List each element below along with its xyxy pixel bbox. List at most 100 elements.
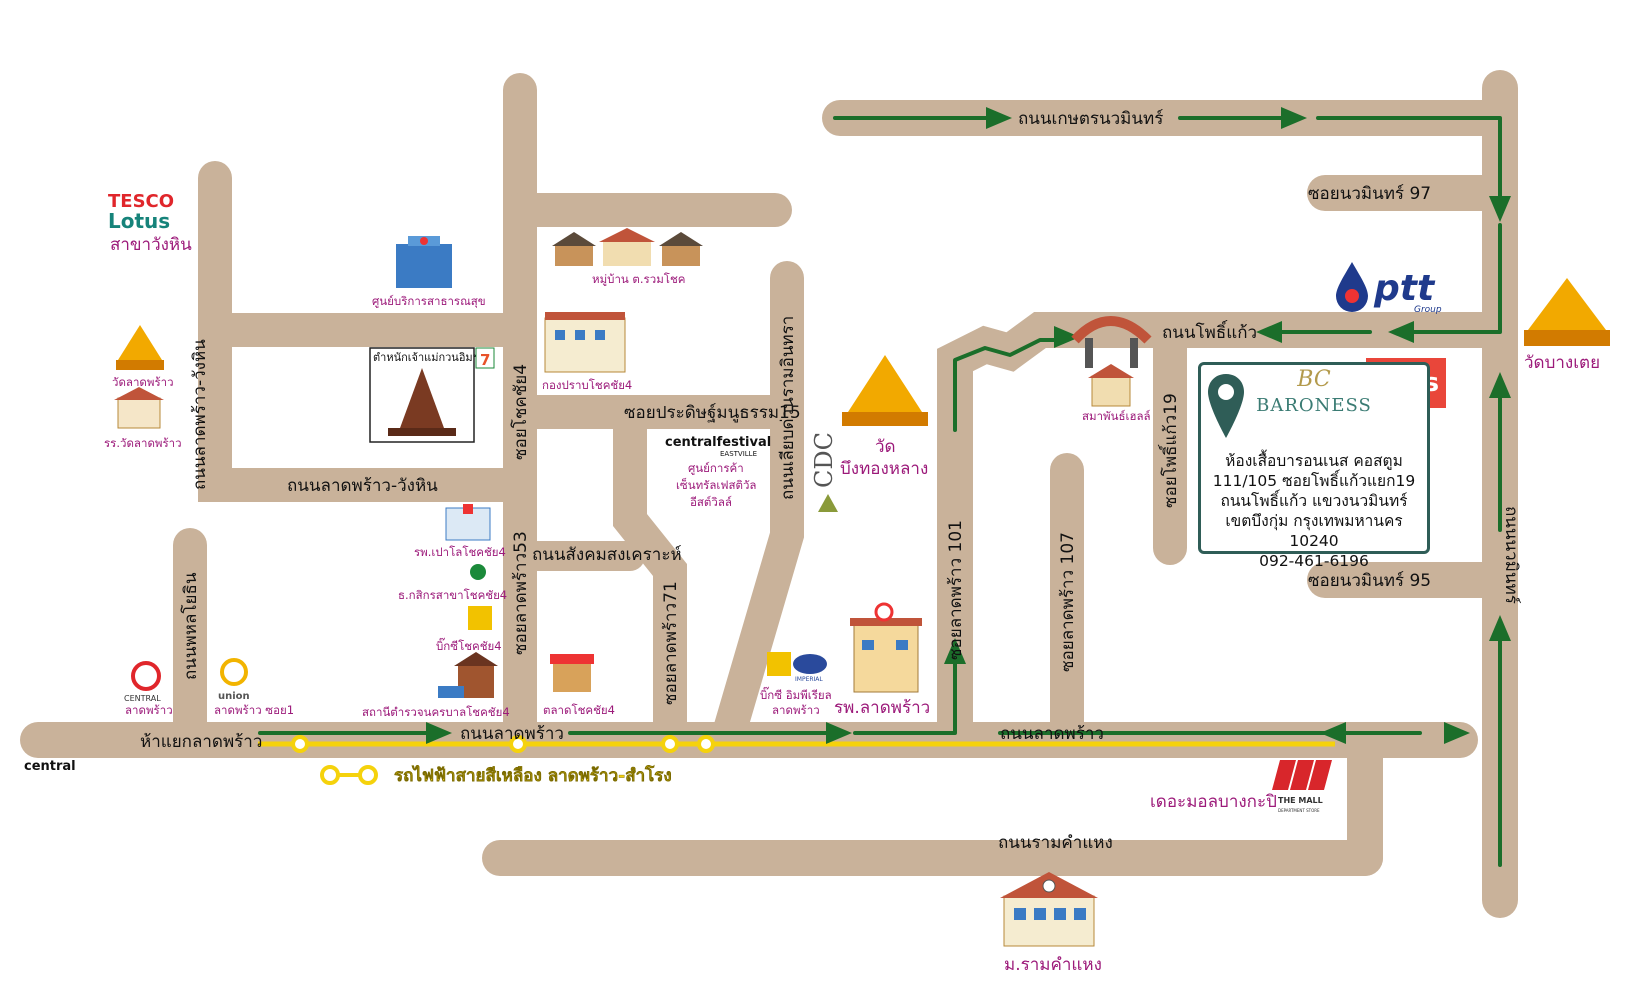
ptt-drop-icon <box>1336 262 1368 312</box>
label-soi-chokchai-4: ซอยโชคชัย4 <box>510 364 531 460</box>
market-stall-icon <box>550 654 594 692</box>
paolo-hospital-label: รพ.เปาโลโชคชัย4 <box>414 545 506 559</box>
central-festival-brand: centralfestival <box>665 435 771 450</box>
yellow-line-legend-icon <box>320 765 378 785</box>
store-brand: BARONESS <box>1256 395 1372 416</box>
label-ladprao-wanghin-vertical: ถนนลาดพร้าว-วังหิน <box>190 339 210 490</box>
cdc-logo: CDC <box>810 432 838 488</box>
bigc-imperial-label-2: ลาดพร้าว <box>772 703 820 717</box>
wat-bueng-2: บึงทองหลาง <box>840 459 928 479</box>
bigc-imperial-icon <box>767 652 791 676</box>
union-mall-label: ลาดพร้าว ซอย1 <box>214 703 294 717</box>
station-dot <box>661 735 679 753</box>
hospital-icon <box>445 504 491 541</box>
ramkhamhaeng-univ-label: ม.รามคำแหง <box>1004 955 1102 975</box>
shrine-label: ตำหนักเจ้าแม่กวนอิมฯ <box>373 351 479 364</box>
bridge-icon <box>1071 316 1152 368</box>
imperial-logo-icon <box>793 654 827 674</box>
chokchai-market-label: ตลาดโชคชัย4 <box>543 703 615 717</box>
seven-eleven-icon <box>475 347 495 369</box>
svg-text:Lotus: Lotus <box>108 209 170 233</box>
seven-eleven-label: 7 <box>480 351 490 369</box>
public-health-label: ศูนย์บริการสาธารณสุข <box>372 294 486 308</box>
ptt-brand: ptt <box>1373 268 1436 309</box>
union-logo-icon <box>220 658 248 686</box>
school-wat-ladprao-label: รร.วัดลาดพร้าว <box>104 436 182 450</box>
road-labels: ถนนเกษตรนวมินทร์ ซอยนวมินทร์ 97 ซอยนวมิน… <box>140 109 1521 853</box>
label-pho-kaeo: ถนนโพธิ์แก้ว <box>1162 320 1257 343</box>
sapan-hall-label: สมาพันธ์เฮลล์ <box>1082 409 1151 423</box>
police-hq-icon <box>544 312 626 373</box>
central-festival-line2: เซ็นทรัลเฟสติวัล <box>676 477 756 492</box>
svg-text:TESCO: TESCO <box>108 191 174 212</box>
the-mall-logo-icon <box>1272 760 1332 790</box>
imperial-brand: IMPERIAL <box>795 676 823 683</box>
label-ladprao-right: ถนนลาดพร้าว <box>1000 724 1104 744</box>
landmarks: TESCO Lotus สาขาวังหิน วัดลาดพร้าว รร.วั… <box>24 191 1610 975</box>
label-soi-ladprao-101: ซอยลาดพร้าว 101 <box>946 520 966 660</box>
location-pin-icon <box>1208 374 1244 438</box>
ladprao-hospital-label: รพ.ลาดพร้าว <box>834 698 930 718</box>
label-phahonyothin: ถนนพหลโยธิน <box>180 572 201 680</box>
station-dot <box>697 735 715 753</box>
central-ladprao-brand: CENTRAL <box>124 694 161 703</box>
wat-ladprao-label: วัดลาดพร้าว <box>112 375 174 389</box>
label-nawamin: ถนนนวมินทร์ <box>1501 506 1521 604</box>
hospital-icon <box>850 602 922 693</box>
bigc-chokchai-label: บิ๊กซีโชคชัย4 <box>436 637 502 653</box>
store-info-card: BC BARONESS ห้องเสื้อบารอนเนส คอสตูม 111… <box>1198 362 1430 570</box>
village-label: หมู่บ้าน ต.รวมโชค <box>592 272 685 286</box>
label-ladprao-junction: ห้าแยกลาดพร้าว <box>140 732 262 752</box>
label-liap-duan: ถนนเลียบด่วนรามอินทรา <box>778 316 798 500</box>
store-name: ห้องเสื้อบารอนเนส คอสตูม <box>1225 452 1403 470</box>
the-mall-label: เดอะมอลบางกะปิ <box>1150 792 1277 812</box>
wat-bueng-1: วัด <box>875 437 896 457</box>
the-mall-sub: DEPARTMENT STORE <box>1278 808 1320 813</box>
store-phone: 092-461-6196 <box>1259 552 1369 570</box>
label-ladprao-left: ถนนลาดพร้าว <box>460 724 564 744</box>
label-kaset-nawamin: ถนนเกษตรนวมินทร์ <box>1018 109 1163 129</box>
central-ladprao-label: ลาดพร้าว <box>125 703 173 717</box>
central-corner-label: central <box>24 759 76 774</box>
station-dot <box>291 735 309 753</box>
label-soi-pradit: ซอยประดิษฐ์มนูธรรม15 <box>624 403 801 423</box>
store-address-2: ถนนโพธิ์แก้ว แขวงนวมินทร์ <box>1220 492 1408 510</box>
central-festival-line1: ศูนย์การค้า <box>688 461 744 475</box>
label-soi-nawamin-97: ซอยนวมินทร์ 97 <box>1308 184 1431 204</box>
ptt-sub: Group <box>1414 305 1442 315</box>
wat-bangtoey-label: วัดบางเตย <box>1524 353 1600 373</box>
temple-icon <box>1524 278 1610 346</box>
label-soi-ladprao-107: ซอยลาดพร้าว 107 <box>1058 532 1078 672</box>
label-soi-ladprao-71: ซอยลาดพร้าว71 <box>661 581 681 705</box>
kong-prab-label: กองปราบโชคชัย4 <box>542 378 632 392</box>
tesco-branch-label: สาขาวังหิน <box>110 235 192 255</box>
police-station-label: สถานีตำรวจนครบาลโชคชัย4 <box>362 705 510 719</box>
label-soi-ladprao-53: ซอยลาดพร้าว53 <box>511 531 531 655</box>
central-festival-line3: อีสต์วิลล์ <box>690 495 732 509</box>
bigc-icon <box>468 606 492 630</box>
pagoda-icon <box>388 368 456 436</box>
store-monogram: BC <box>1297 367 1331 392</box>
yellow-line-track: รถไฟฟ้าสายสีเหลือง ลาดพร้าว-สำโรง <box>258 735 1335 786</box>
kasikorn-label: ธ.กสิกรสาขาโชคชัย4 <box>398 588 507 602</box>
building-icon <box>1088 364 1134 407</box>
label-ramkhamhaeng-road: ถนนรามคำแหง <box>998 833 1113 853</box>
yellow-line-label: รถไฟฟ้าสายสีเหลือง ลาดพร้าว-สำโรง <box>394 765 672 786</box>
road-liap-duan <box>710 261 804 757</box>
route-arrows <box>258 107 1511 867</box>
hospital-building-icon <box>396 236 452 288</box>
road-soi-ladprao-71 <box>613 395 687 757</box>
central-festival-sub: EASTVILLE <box>720 450 757 458</box>
houses-icon <box>552 228 703 266</box>
store-address-3: เขตบึงกุ่ม กรุงเทพมหานคร 10240 <box>1225 512 1403 550</box>
temple-icon <box>116 325 164 370</box>
tesco-lotus-logo: TESCO Lotus <box>108 191 174 233</box>
central-logo-icon <box>131 661 161 691</box>
the-mall-brand: THE MALL <box>1278 796 1323 805</box>
road-ladprao-wanghin <box>198 161 537 502</box>
union-brand: union <box>218 691 250 702</box>
kasikorn-icon <box>470 564 486 580</box>
label-sangkhom: ถนนสังคมสงเคราะห์ <box>532 545 682 565</box>
police-station-icon <box>438 652 498 698</box>
